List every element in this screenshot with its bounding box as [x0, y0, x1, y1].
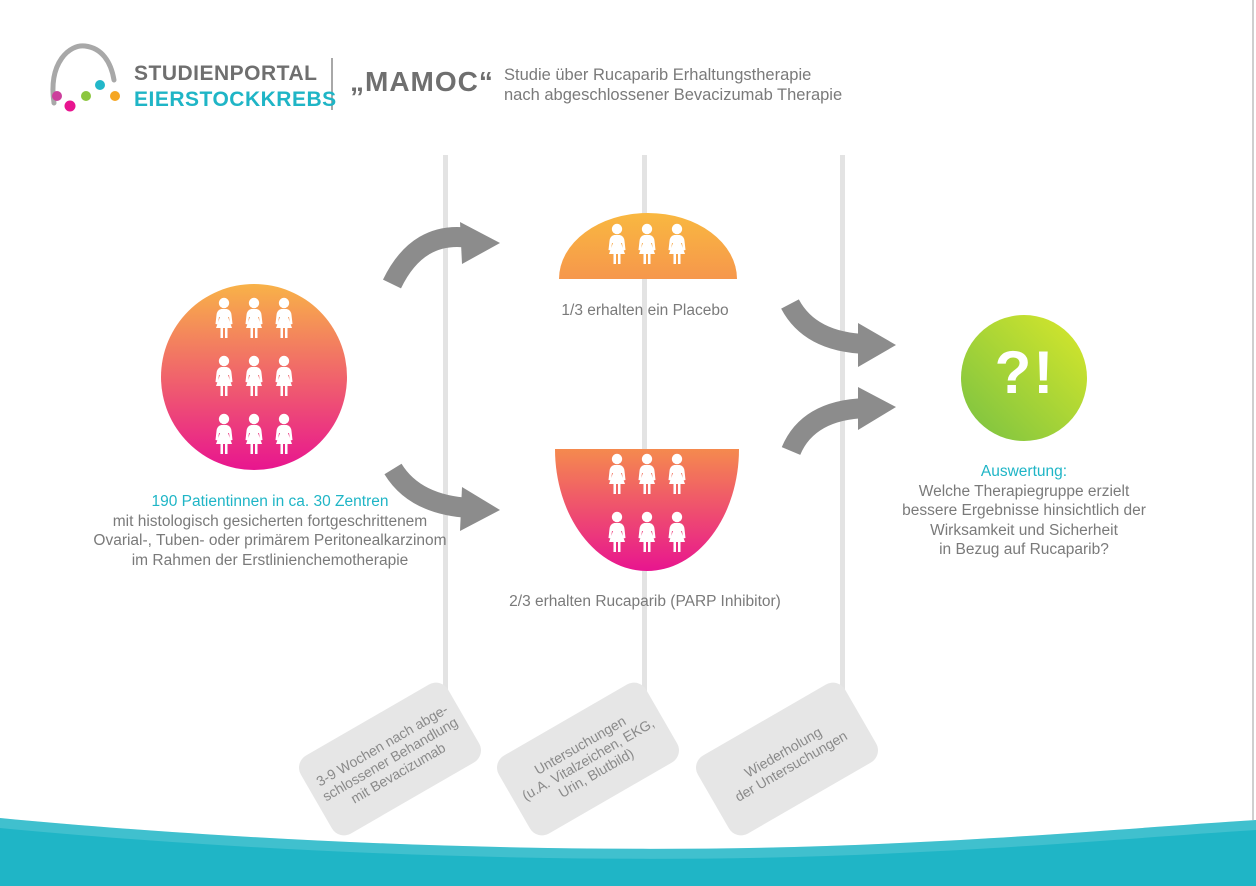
population-text: 190 Patientinnen in ca. 30 Zentren mit h…: [40, 492, 500, 570]
rucaparib-bowl: [555, 449, 739, 571]
logo-dot-pink: [64, 100, 76, 112]
logo-dot-purple: [52, 91, 62, 101]
population-description: mit histologisch gesicherten fortgeschri…: [93, 512, 447, 569]
arrow-to-rucaparib: [384, 463, 500, 531]
logo-dot-green: [81, 91, 91, 101]
arrow-rucaparib-to-evaluation: [781, 387, 896, 456]
population-highlight: 190 Patientinnen in ca. 30 Zentren: [151, 493, 389, 510]
evaluation-question: Welche Therapiegruppe erzielt bessere Er…: [902, 482, 1146, 559]
brand-name-line2: EIERSTOCKKREBS: [134, 88, 337, 111]
study-description: Studie über Rucaparib Erhaltungstherapie…: [504, 66, 843, 104]
study-name: „MAMOC“: [350, 66, 494, 97]
evaluation-symbol: ?!: [994, 339, 1056, 406]
bottom-wave-highlight: [0, 818, 1256, 859]
brand-name-line1: STUDIENPORTAL: [134, 62, 318, 85]
logo-dot-teal: [95, 80, 105, 90]
placebo-label: 1/3 erhalten ein Placebo: [561, 302, 729, 319]
timeline-line-1: [443, 155, 448, 700]
population-people: [215, 297, 293, 454]
evaluation-circle: [961, 315, 1087, 441]
logo-mark: [50, 43, 120, 112]
logo-dot-orange: [110, 91, 120, 101]
bottom-wave: [0, 818, 1256, 886]
arrow-to-placebo: [382, 222, 500, 289]
evaluation-title: Auswertung:: [980, 463, 1068, 480]
rucaparib-label: 2/3 erhalten Rucaparib (PARP Inhibitor): [509, 593, 781, 610]
arrow-placebo-to-evaluation: [781, 298, 896, 367]
evaluation-text: Auswertung: Welche Therapiegruppe erziel…: [884, 462, 1164, 560]
timeline-line-2: [642, 155, 647, 700]
timeline-line-3: [840, 155, 845, 700]
